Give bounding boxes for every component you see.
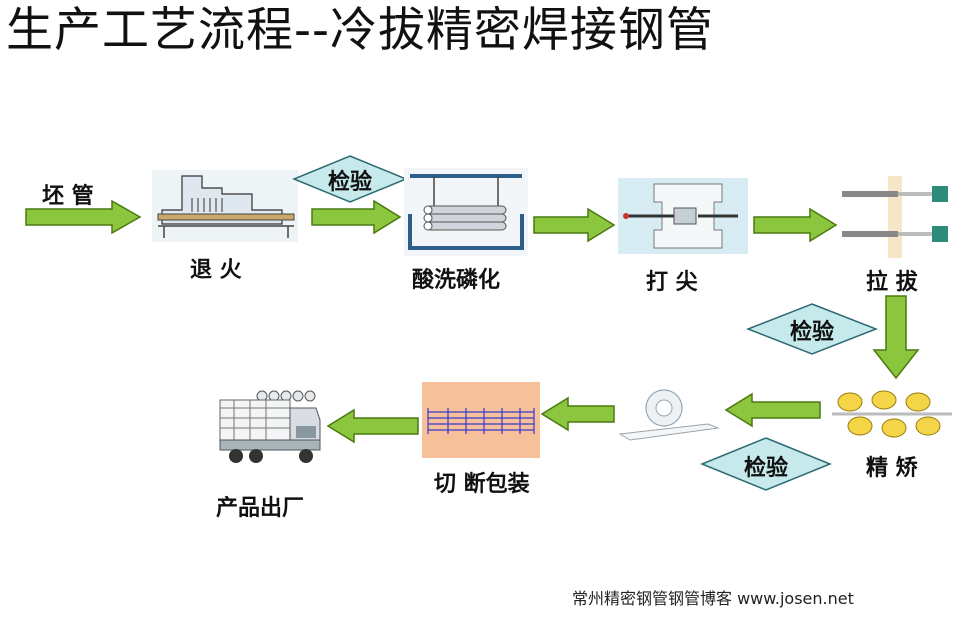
delivery-truck-illustration [216,386,324,468]
inspection-diamond-3 [700,437,832,491]
flow-arrow-2 [311,199,402,235]
inspection-label-3: 检验 [743,455,788,481]
step-drawing-label: 拉 拔 [866,269,918,295]
inspection-diamond-1 [292,155,408,203]
cold-drawing-illustration [838,176,956,258]
step-cut-packing-label: 切 断包装 [434,471,530,497]
flow-arrow-input [25,199,142,235]
flow-arrow-4 [753,207,838,243]
flow-arrow-3 [533,207,616,243]
step-shipment-label: 产品出厂 [216,495,305,521]
raw-tube-label: 坯 管 [42,183,94,209]
step-pointing-label: 打 尖 [646,269,698,295]
flow-arrow-left-2 [540,396,615,432]
pickling-tank-illustration [404,168,528,256]
inspection-diamond-2 [746,303,878,355]
inspection-label-1: 检验 [327,169,372,195]
annealing-furnace-illustration [152,170,298,242]
flow-arrow-left-3 [326,408,419,444]
flow-arrow-left-1 [724,392,821,428]
page-title: 生产工艺流程--冷拔精密焊接钢管 [6,3,714,58]
inspection-label-2: 检验 [789,319,834,345]
finished-tube-illustration [618,384,720,442]
pointing-machine-illustration [618,178,748,254]
step-straightening-label: 精 矫 [866,455,918,481]
footer-credit: 常州精密钢管钢管博客 www.josen.net [572,589,854,608]
step-pickling-label: 酸洗磷化 [412,267,501,293]
cut-packing-illustration [422,382,540,458]
step-annealing-label: 退 火 [190,257,242,283]
flow-arrow-down [872,295,920,380]
straightening-rollers-illustration [832,386,952,442]
